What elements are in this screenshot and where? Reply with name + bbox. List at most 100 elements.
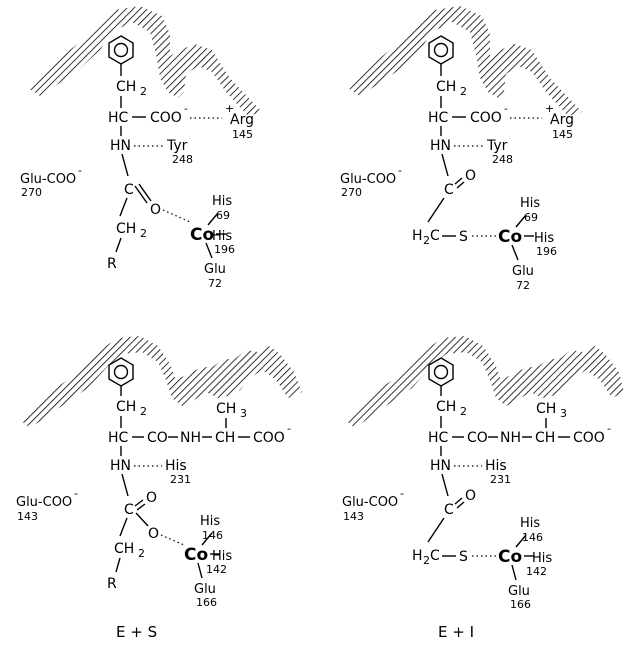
coo-label: COO — [253, 430, 285, 446]
his-b-label: His — [534, 231, 554, 246]
r-label: R — [107, 576, 117, 592]
glu-coo-label: Glu-COO — [342, 495, 398, 510]
cobalt-label: Co — [498, 227, 522, 247]
glu-charge: - — [400, 487, 404, 500]
glu-number: 143 — [17, 510, 38, 523]
glu-b-number: 72 — [516, 279, 530, 292]
ch-label: CH — [535, 430, 555, 446]
glu-coo-label: Glu-COO — [20, 172, 76, 187]
coo-label: COO — [573, 430, 605, 446]
glu-coo-label: Glu-COO — [16, 495, 72, 510]
glu-b-label: Glu — [512, 264, 534, 279]
his-label: His — [165, 458, 187, 474]
carbonyl-c: C — [444, 182, 454, 198]
glu-b-number: 166 — [510, 598, 531, 611]
nh-label: NH — [500, 430, 521, 446]
protein-surface-hatch — [348, 6, 582, 116]
his-b-label: His — [532, 551, 552, 566]
hn-label: HN — [430, 458, 451, 474]
coo-charge: - — [287, 422, 291, 435]
ch3-subscript: 3 — [560, 407, 567, 420]
his-b-number: 196 — [536, 245, 557, 258]
panel-bottom-right: CH 2 HC CO NH CH CH 3 COO - HN His 231 C… — [342, 336, 624, 641]
glu-b-label: Glu — [508, 584, 530, 599]
glu-charge: - — [74, 487, 78, 500]
hn-label: HN — [430, 138, 451, 154]
arg-number: 145 — [232, 128, 253, 141]
ch-label: CH — [215, 430, 235, 446]
glu-number: 270 — [21, 186, 42, 199]
ch2-subscript: 2 — [460, 85, 467, 98]
carbonyl-o: O — [150, 202, 161, 218]
glu-b-label: Glu — [194, 582, 216, 597]
h2c-sub: 2 — [423, 554, 430, 567]
hc-label: HC — [428, 110, 449, 126]
ch2-side-sub: 2 — [140, 227, 147, 240]
his-number: 231 — [170, 473, 191, 486]
his-a-label: His — [520, 196, 540, 211]
hc-label: HC — [108, 110, 129, 126]
glu-charge: - — [398, 164, 402, 177]
coo-charge: - — [504, 102, 508, 115]
bridge-o: O — [148, 526, 159, 542]
tyr-number: 248 — [172, 153, 193, 166]
hn-label: HN — [110, 138, 131, 154]
his-b-label: His — [212, 229, 232, 244]
co-label: CO — [467, 430, 488, 446]
his-a-label: His — [212, 194, 232, 209]
glu-coo-label: Glu-COO — [340, 172, 396, 187]
ch2-subscript: 2 — [460, 405, 467, 418]
carbonyl-c: C — [124, 182, 134, 198]
ch2-label: CH — [436, 399, 456, 415]
nh-label: NH — [180, 430, 201, 446]
glu-number: 270 — [341, 186, 362, 199]
his-a-number: 69 — [524, 211, 538, 224]
h2c-sub: 2 — [423, 234, 430, 247]
ch3-label: CH — [216, 401, 236, 417]
ch3-label: CH — [536, 401, 556, 417]
h2c-h: H — [412, 548, 423, 564]
his-number: 231 — [490, 473, 511, 486]
glu-charge: - — [78, 164, 82, 177]
hc-label: HC — [428, 430, 449, 446]
ch2-label: CH — [116, 79, 136, 95]
carbonyl-c: C — [124, 502, 134, 518]
his-a-label: His — [200, 514, 220, 529]
carbonyl-o: O — [465, 168, 476, 184]
hc-label: HC — [108, 430, 129, 446]
arg-label: Arg — [550, 112, 574, 128]
arg-plus: + — [545, 102, 554, 115]
his-b-number: 196 — [214, 243, 235, 256]
sulfur-label: S — [459, 229, 468, 245]
ch2-label: CH — [116, 399, 136, 415]
coo-charge: - — [607, 422, 611, 435]
coo-label: COO — [150, 110, 182, 126]
h2c-c: C — [430, 228, 440, 244]
glu-b-label: Glu — [204, 262, 226, 277]
ch3-subscript: 3 — [240, 407, 247, 420]
ch2-label: CH — [436, 79, 456, 95]
ch2-subscript: 2 — [140, 405, 147, 418]
protein-surface-hatch — [345, 336, 624, 428]
coo-label: COO — [470, 110, 502, 126]
his-label: His — [485, 458, 507, 474]
arg-label: Arg — [230, 112, 254, 128]
caption-e-s: E + S — [116, 623, 157, 641]
carbonyl-o: O — [146, 490, 157, 506]
panel-top-right: CH 2 HC COO - + Arg 145 HN Tyr 248 C O H… — [340, 6, 582, 292]
his-a-number: 146 — [522, 531, 543, 544]
r-label: R — [107, 256, 117, 272]
ch2-side-sub: 2 — [138, 547, 145, 560]
arg-number: 145 — [552, 128, 573, 141]
hn-label: HN — [110, 458, 131, 474]
tyr-label: Tyr — [166, 138, 188, 154]
arg-plus: + — [225, 102, 234, 115]
ch2-side: CH — [114, 541, 134, 557]
caption-e-i: E + I — [438, 623, 474, 641]
phenyl-ring-icon — [428, 357, 454, 387]
coo-charge: - — [184, 102, 188, 115]
glu-number: 143 — [343, 510, 364, 523]
cobalt-label: Co — [498, 547, 522, 567]
his-b-number: 142 — [206, 563, 227, 576]
